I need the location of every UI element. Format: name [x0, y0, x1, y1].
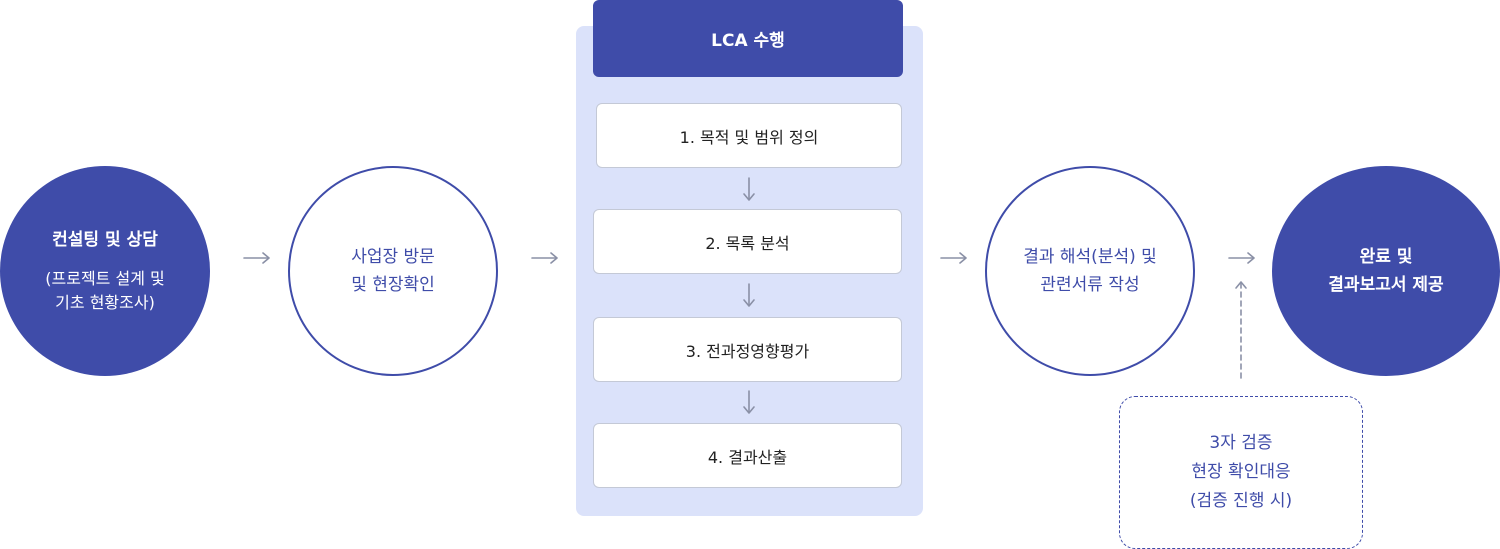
arrow-down-icon — [743, 283, 755, 307]
consulting-subtitle: (프로젝트 설계 및 기초 현황조사) — [45, 267, 164, 315]
lca-step-3: 3. 전과정영향평가 — [593, 317, 902, 382]
dashed-arrow-up-icon — [1235, 281, 1247, 379]
consulting-sub-line-2: 기초 현황조사) — [55, 293, 155, 312]
verification-line-2: 현장 확인대응 — [1191, 462, 1291, 482]
arrow-down-icon — [743, 390, 755, 414]
completion-line-2: 결과보고서 제공 — [1328, 275, 1444, 295]
lca-step-1: 1. 목적 및 범위 정의 — [596, 103, 902, 168]
completion-line-1: 완료 및 — [1359, 247, 1413, 267]
arrow-right-icon — [940, 252, 967, 264]
arrow-right-icon — [531, 252, 558, 264]
arrow-right-icon — [1228, 252, 1255, 264]
consulting-sub-line-1: (프로젝트 설계 및 — [45, 269, 165, 288]
completion-circle: 완료 및 결과보고서 제공 — [1272, 166, 1500, 376]
lca-header: LCA 수행 — [593, 0, 903, 77]
lca-step-2: 2. 목록 분석 — [593, 209, 902, 274]
lca-step-4: 4. 결과산출 — [593, 423, 902, 488]
site-visit-circle: 사업장 방문 및 현장확인 — [288, 166, 498, 376]
verification-line-3: (검증 진행 시) — [1189, 491, 1293, 511]
arrow-right-icon — [243, 252, 270, 264]
verification-line-1: 3자 검증 — [1209, 433, 1273, 453]
interpretation-circle: 결과 해석(분석) 및 관련서류 작성 — [985, 166, 1195, 376]
arrow-down-icon — [743, 177, 755, 201]
consulting-circle: 컨설팅 및 상담 (프로젝트 설계 및 기초 현황조사) — [0, 166, 210, 376]
site-visit-line-2: 및 현장확인 — [351, 275, 435, 295]
verification-box: 3자 검증 현장 확인대응 (검증 진행 시) — [1119, 396, 1363, 549]
interpretation-line-2: 관련서류 작성 — [1040, 275, 1140, 295]
consulting-title: 컨설팅 및 상담 — [52, 230, 158, 250]
site-visit-line-1: 사업장 방문 — [351, 247, 435, 267]
interpretation-line-1: 결과 해석(분석) 및 — [1023, 247, 1157, 267]
